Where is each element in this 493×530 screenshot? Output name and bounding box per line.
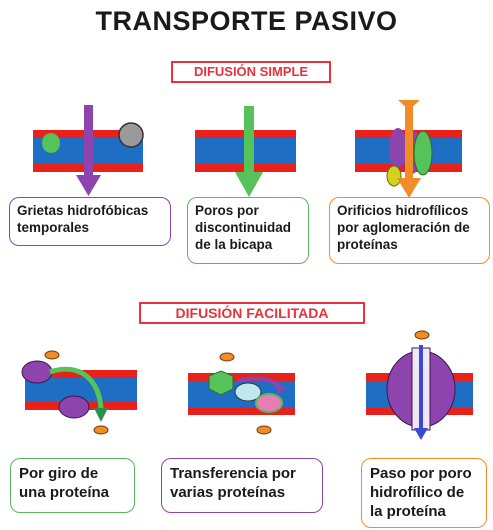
caption-grietas: Grietas hidrofóbicas temporales (9, 197, 171, 246)
caption-poros: Poros por discontinuidad de la bicapa (187, 197, 309, 264)
orange-solute-top-mid (219, 352, 235, 362)
purple-carrier-top (21, 360, 53, 384)
green-particle (42, 133, 60, 153)
green-protein (413, 130, 433, 176)
orange-solute-bottom-mid (256, 425, 272, 435)
lightblue-protein (234, 382, 262, 402)
orange-solute-bottom (93, 425, 109, 435)
green-arrow-2 (235, 106, 263, 197)
green-rotation-arrow (49, 366, 104, 411)
pink-protein (255, 393, 283, 413)
purple-carrier-bottom (58, 395, 90, 419)
orange-solute-top-left (44, 350, 60, 360)
yellow-protein (386, 165, 402, 187)
orange-solute-top-right (414, 330, 430, 340)
orange-arrow-3 (397, 100, 421, 198)
caption-orificios: Orificios hidrofílicos por aglomeración … (329, 197, 490, 264)
purple-protein-left (389, 128, 407, 168)
caption-transferencia: Transferencia por varias proteínas (161, 458, 323, 513)
green-hexagon-protein (208, 370, 234, 396)
green-rotation-arrowhead (94, 408, 108, 422)
section-label-difusion-facilitada: DIFUSIÓN FACILITADA (139, 302, 365, 324)
gray-protein (118, 122, 144, 148)
caption-paso-poro: Paso por poro hidrofílico de la proteína (361, 458, 487, 528)
purple-transfer-arrowhead (275, 383, 286, 395)
caption-giro: Por giro de una proteína (10, 458, 135, 513)
purple-arrow-1 (76, 105, 101, 196)
blue-pore-arrow (414, 345, 428, 440)
page-title: TRANSPORTE PASIVO (95, 6, 398, 36)
section-label-difusion-simple: DIFUSIÓN SIMPLE (171, 61, 331, 83)
